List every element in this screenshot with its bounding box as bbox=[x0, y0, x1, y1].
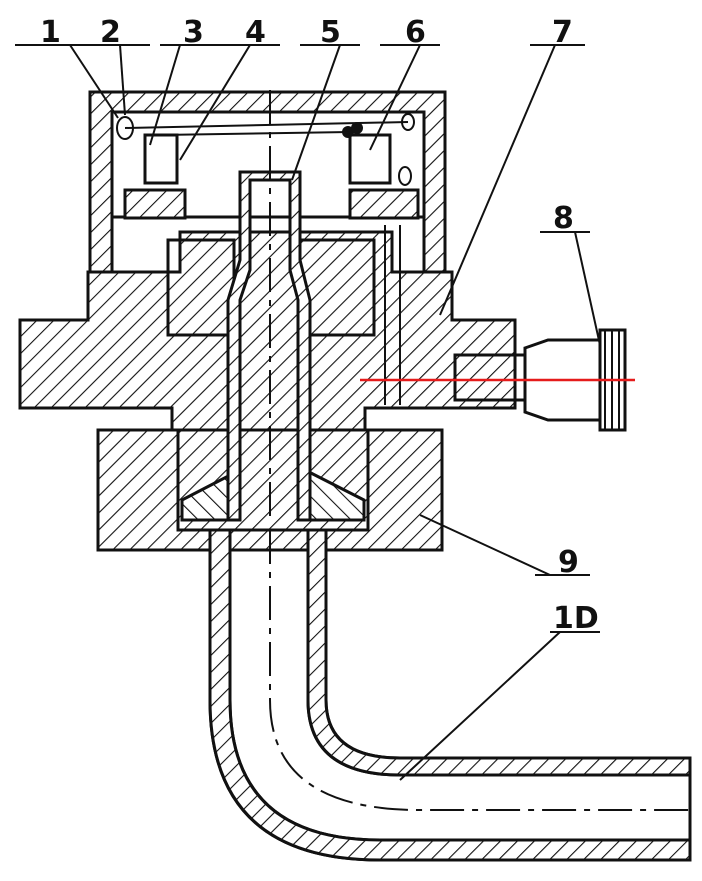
callout-1: 1 bbox=[40, 15, 61, 50]
callout-9: 9 bbox=[558, 545, 579, 580]
callout-5: 5 bbox=[320, 15, 341, 50]
callout-8: 8 bbox=[553, 201, 574, 236]
callout-labels: 1 2 3 4 5 6 7 8 9 1D bbox=[40, 15, 599, 636]
needle-valve bbox=[360, 328, 635, 432]
callout-3: 3 bbox=[183, 15, 204, 50]
callout-2: 2 bbox=[100, 15, 121, 50]
callout-6: 6 bbox=[405, 15, 426, 50]
callout-7: 7 bbox=[552, 15, 573, 50]
callout-10: 1D bbox=[553, 601, 599, 636]
seal-assembly bbox=[116, 113, 420, 220]
central-nozzle bbox=[226, 90, 312, 522]
leader-lines bbox=[15, 44, 601, 781]
callout-4: 4 bbox=[245, 15, 266, 50]
outlet-pipe bbox=[208, 528, 692, 862]
